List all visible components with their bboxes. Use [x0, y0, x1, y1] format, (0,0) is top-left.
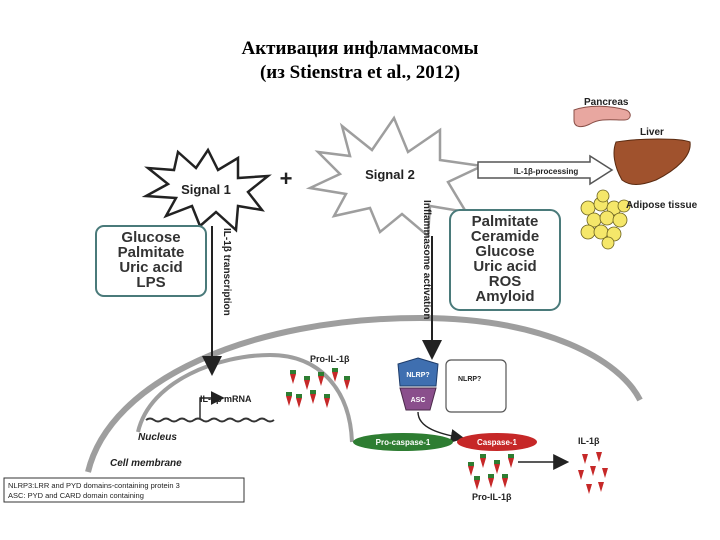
page-subtitle: (из Stienstra et al., 2012)	[259, 62, 461, 83]
adipose-cluster	[580, 189, 631, 250]
il1b-out-label: IL-1β	[578, 436, 600, 446]
signal2-starburst	[305, 115, 487, 239]
pro-il1b-top-label: Pro-IL-1β	[310, 354, 350, 364]
box-left-item: LPS	[136, 274, 165, 291]
signal1-triggers-box	[95, 225, 207, 297]
nlrp-box-label: NLRP?	[458, 376, 481, 383]
box-right-item: Uric acid	[473, 258, 536, 275]
signal1-label: Signal 1	[181, 182, 231, 197]
mrna-strand	[145, 417, 275, 423]
plus-sign: +	[280, 166, 293, 191]
box-right-item: Ceramide	[471, 228, 539, 245]
nlrp-top-label: NLRP?	[406, 372, 429, 379]
pro-il1b-bottom-cluster	[468, 454, 514, 490]
cell-membrane-label: Cell membrane	[110, 458, 182, 469]
il1b-processing-arrow	[477, 154, 614, 186]
nlrp-unknown-box	[445, 359, 507, 413]
box-left-item: Palmitate	[118, 244, 185, 261]
pro-il1b-bottom-label: Pro-IL-1β	[472, 492, 512, 502]
il1b-processing-label: IL-1β-processing	[514, 167, 579, 176]
box-right-item: Palmitate	[472, 213, 539, 230]
liver-label: Liver	[640, 127, 664, 138]
box-right-item: Amyloid	[475, 288, 534, 305]
asc-shape	[399, 387, 437, 411]
pancreas-label: Pancreas	[584, 97, 629, 108]
asc-label: ASC	[411, 397, 426, 404]
legend-line1: NLRP3:LRR and PYD domains-containing pro…	[8, 481, 180, 490]
signal1-starburst	[141, 147, 272, 233]
il1b-transcription-label: IL-1β transcription	[221, 228, 232, 316]
procaspase-label: Pro-caspase-1	[376, 438, 431, 447]
activation-curve-arrow	[417, 411, 465, 443]
nucleus-label: Nucleus	[138, 432, 177, 443]
procaspase-oval	[353, 433, 453, 451]
signal2-triggers-box	[449, 209, 561, 311]
caspase-oval	[457, 433, 537, 451]
mrna-label: IL-1β mRNA	[200, 394, 252, 404]
inflammasome-activation-label: Inflammasome activation	[421, 200, 432, 319]
signal2-label: Signal 2	[365, 167, 415, 182]
pancreas-shape	[573, 105, 631, 128]
box-right-item: ROS	[489, 273, 522, 290]
liver-shape	[613, 138, 691, 185]
adipose-label: Adipose tissue	[626, 200, 698, 211]
caspase-label: Caspase-1	[477, 438, 518, 447]
box-left-item: Uric acid	[119, 259, 182, 276]
legend-box	[3, 477, 245, 503]
nucleus-arc	[136, 352, 354, 443]
cell-membrane-arc	[85, 314, 643, 473]
legend-line2: ASC: PYD and CARD domain containing	[8, 491, 144, 500]
mrna-start-arrow	[199, 391, 225, 418]
box-left-item: Glucose	[121, 229, 180, 246]
pro-il1b-top-cluster	[286, 368, 350, 408]
il1b-released-cluster	[578, 452, 608, 494]
page-title: Активация инфламмасомы	[241, 38, 479, 59]
box-right-item: Glucose	[475, 243, 534, 260]
nlrp-pentagon	[397, 357, 439, 387]
